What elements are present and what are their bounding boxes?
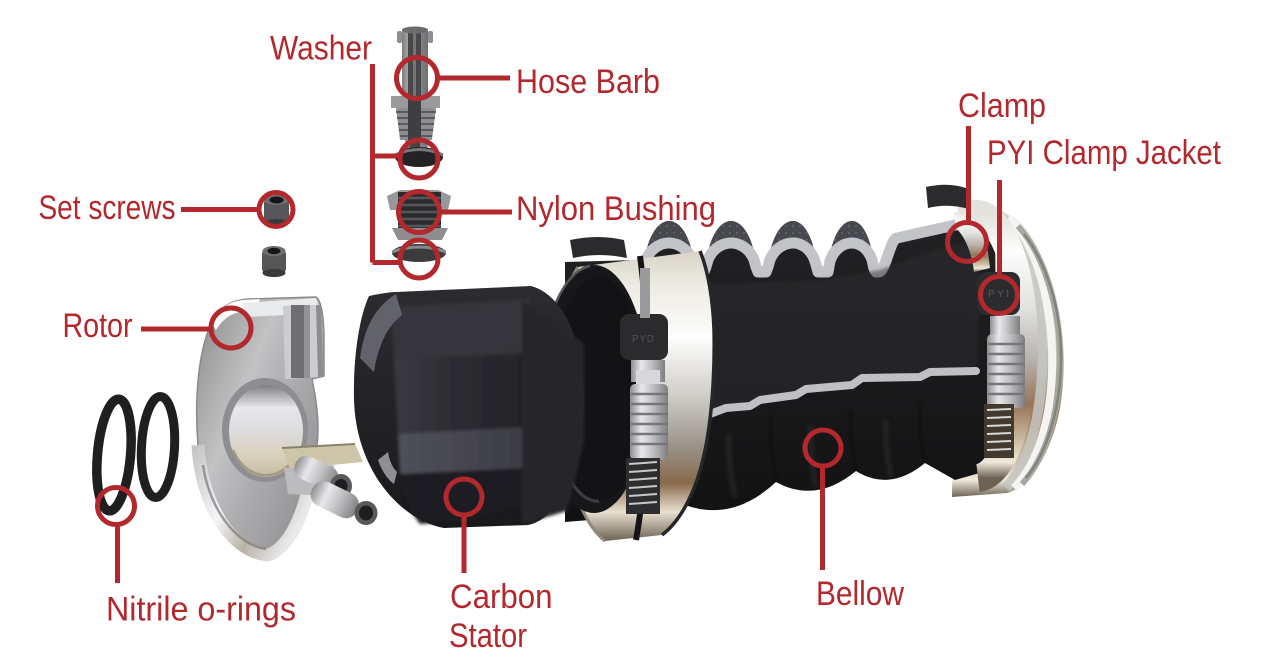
svg-text:Set screws: Set screws	[39, 189, 176, 227]
svg-text:Bellow: Bellow	[816, 575, 904, 613]
svg-text:Hose Barb: Hose Barb	[516, 63, 660, 101]
svg-text:Washer: Washer	[270, 30, 372, 68]
svg-text:Nitrile o-rings: Nitrile o-rings	[106, 591, 296, 629]
svg-text:Stator: Stator	[449, 617, 527, 655]
svg-text:PYD: PYD	[632, 334, 654, 345]
svg-text:Rotor: Rotor	[63, 307, 133, 345]
svg-text:Nylon Bushing: Nylon Bushing	[516, 190, 716, 228]
svg-text:Carbon: Carbon	[450, 578, 553, 616]
svg-text:PYI: PYI	[988, 289, 1009, 300]
svg-text:Clamp: Clamp	[958, 87, 1046, 125]
svg-text:PYI Clamp Jacket: PYI Clamp Jacket	[987, 134, 1221, 172]
